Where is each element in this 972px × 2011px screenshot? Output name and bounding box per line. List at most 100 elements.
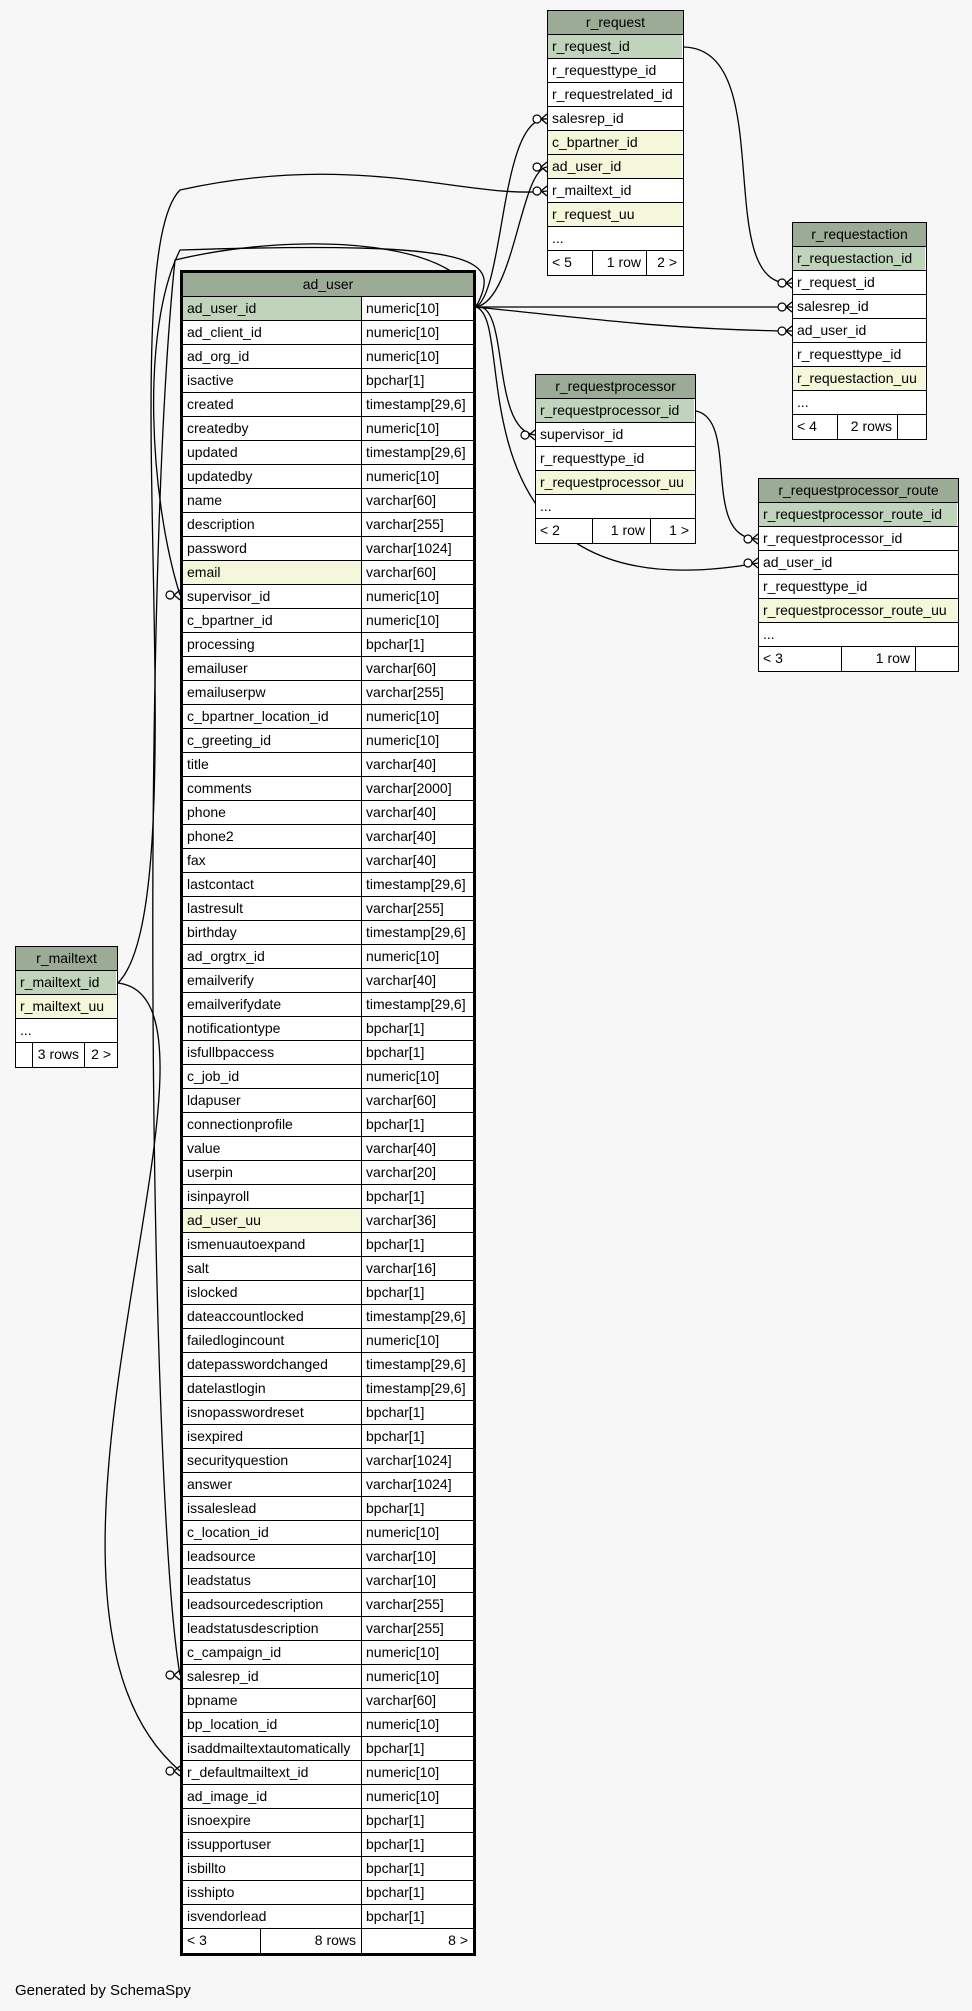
- row-count[interactable]: 1 row: [841, 647, 915, 671]
- column-row[interactable]: salesrep_id: [793, 295, 926, 319]
- column-row[interactable]: r_mailtext_uu: [16, 995, 117, 1019]
- table-title[interactable]: r_requestprocessor_route: [759, 479, 958, 503]
- parents-count[interactable]: < 5: [552, 254, 572, 270]
- column-row[interactable]: r_requestrelated_id: [548, 83, 683, 107]
- parents-count[interactable]: < 4: [797, 418, 817, 434]
- row-count[interactable]: 1 row: [592, 519, 650, 543]
- column-row[interactable]: r_requestprocessor_id: [536, 399, 695, 423]
- column-row[interactable]: r_mailtext_id: [16, 971, 117, 995]
- column-row[interactable]: r_mailtext_id: [548, 179, 683, 203]
- column-row[interactable]: r_requestprocessor_route_uu: [759, 599, 958, 623]
- column-row[interactable]: r_requesttype_id: [548, 59, 683, 83]
- column-row[interactable]: ...: [548, 227, 683, 251]
- row-count[interactable]: 8 rows: [260, 1929, 361, 1953]
- column-row[interactable]: r_requesttype_id: [759, 575, 958, 599]
- column-row[interactable]: ...: [793, 391, 926, 415]
- children-count[interactable]: [915, 647, 957, 671]
- column-row[interactable]: r_request_id: [548, 35, 683, 59]
- column-row[interactable]: r_requesttype_id: [536, 447, 695, 471]
- row-count[interactable]: 3 rows: [32, 1043, 84, 1067]
- children-count[interactable]: 2 >: [646, 251, 682, 275]
- column-row[interactable]: ad_user_id: [759, 551, 958, 575]
- column-row[interactable]: ...: [16, 1019, 117, 1043]
- table-title[interactable]: r_requestaction: [793, 223, 926, 247]
- column-row[interactable]: salesrep_id: [548, 107, 683, 131]
- row-count[interactable]: 1 row: [592, 251, 646, 275]
- column-row[interactable]: r_request_id: [793, 271, 926, 295]
- column-row[interactable]: r_requesttype_id: [793, 343, 926, 367]
- column-row[interactable]: ...: [536, 495, 695, 519]
- column-row[interactable]: ...: [759, 623, 958, 647]
- row-count[interactable]: 2 rows: [837, 415, 897, 439]
- column-row[interactable]: ad_user_id: [548, 155, 683, 179]
- table-title[interactable]: r_requestprocessor: [536, 375, 695, 399]
- column-row[interactable]: r_requestprocessor_uu: [536, 471, 695, 495]
- column-row[interactable]: supervisor_id: [536, 423, 695, 447]
- children-count[interactable]: [897, 415, 925, 439]
- column-row[interactable]: r_requestaction_id: [793, 247, 926, 271]
- column-row[interactable]: r_request_uu: [548, 203, 683, 227]
- children-count[interactable]: 1 >: [650, 519, 694, 543]
- parents-count[interactable]: < 3: [763, 650, 783, 666]
- parents-count[interactable]: < 2: [540, 522, 560, 538]
- table-title[interactable]: r_request: [548, 11, 683, 35]
- column-row[interactable]: r_requestprocessor_route_id: [759, 503, 958, 527]
- table-title[interactable]: ad_user: [183, 273, 473, 297]
